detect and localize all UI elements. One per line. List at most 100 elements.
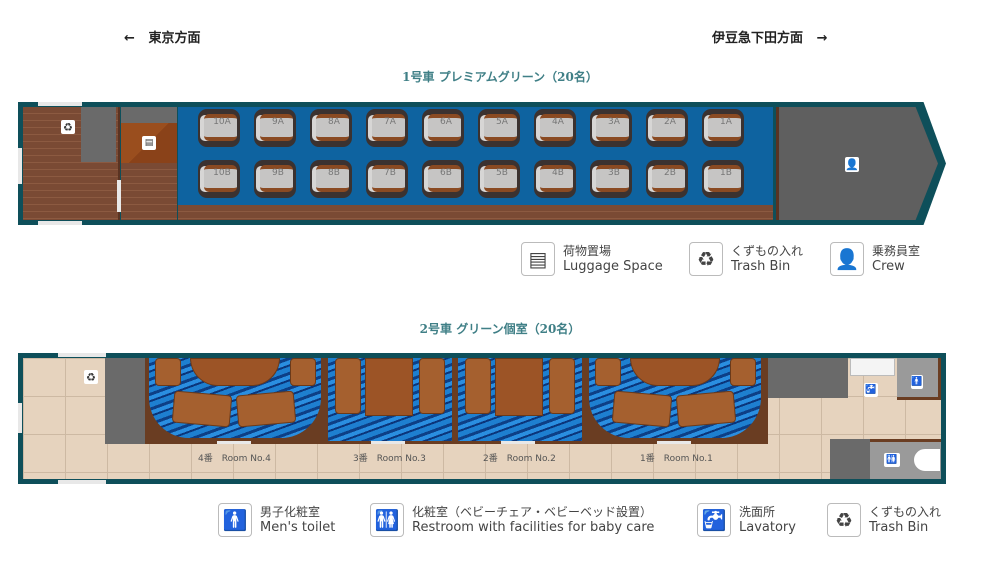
car1-luggage-wall [121, 107, 177, 123]
seat-label: 7A [384, 117, 396, 127]
sofa [465, 358, 491, 414]
car2-bottom-wall [830, 439, 870, 479]
seat-9A[interactable]: 9A [254, 109, 296, 147]
seat-7B[interactable]: 7B [366, 160, 408, 198]
sofa [419, 358, 445, 414]
seat-label: 2A [664, 117, 676, 127]
sofa [171, 390, 233, 428]
room-4[interactable] [145, 358, 325, 444]
seat-label: 5B [496, 168, 508, 178]
seat-8A[interactable]: 8A [310, 109, 352, 147]
seat-10B[interactable]: 10B [198, 160, 240, 198]
lavatory-icon: 🚰 [864, 383, 878, 397]
seat-label: 6A [440, 117, 452, 127]
seat-8B[interactable]: 8B [310, 160, 352, 198]
sofa [611, 390, 673, 428]
room-door [501, 441, 535, 444]
car1-inner-door [117, 180, 121, 212]
legend-jp: 化粧室（ベビーチェア・ベビーベッド設置） [412, 504, 653, 519]
crew-icon: 👤 [830, 242, 864, 276]
direction-izukyu-shimoda: 伊豆急下田方面 → [712, 27, 828, 46]
seat-label: 3B [608, 168, 620, 178]
seat-4B[interactable]: 4B [534, 160, 576, 198]
car2-gangway [18, 403, 22, 433]
car1-title: 1号車 プレミアムグリーン（20名） [402, 70, 598, 84]
direction-tokyo-label: 東京方面 [148, 31, 201, 46]
seat-label: 1B [720, 168, 732, 178]
trash-bin-icon: ♻ [689, 242, 723, 276]
room-2-table [495, 358, 543, 416]
seat-label: 4A [552, 117, 564, 127]
room-1[interactable] [585, 358, 768, 444]
crew-icon: 👤 [845, 157, 859, 172]
seat-2B[interactable]: 2B [646, 160, 688, 198]
room-2[interactable] [455, 358, 585, 444]
legend-en: Luggage Space [563, 258, 663, 274]
seat-6A[interactable]: 6A [422, 109, 464, 147]
seat-3A[interactable]: 3A [590, 109, 632, 147]
trash-bin-icon: ♻ [84, 370, 98, 384]
trash-bin-icon: ♻ [61, 120, 75, 134]
legend-en: Crew [872, 258, 905, 274]
sofa [235, 390, 297, 428]
car2-right-wall [768, 358, 848, 398]
lavatory-icon: 🚰 [697, 503, 731, 537]
sofa [155, 358, 181, 386]
arrow-right-icon: → [816, 31, 828, 46]
seat-9B[interactable]: 9B [254, 160, 296, 198]
legend-en: Lavatory [739, 519, 796, 535]
trash-bin-icon: ♻ [827, 503, 861, 537]
seat-label: 9A [272, 117, 284, 127]
mens-toilet-icon: 🚹 [911, 375, 923, 389]
seat-7A[interactable]: 7A [366, 109, 408, 147]
seat-2A[interactable]: 2A [646, 109, 688, 147]
seat-3B[interactable]: 3B [590, 160, 632, 198]
seat-label: 1A [720, 117, 732, 127]
seat-label: 10B [213, 168, 231, 178]
car1-door-bottom [38, 221, 82, 225]
room-3[interactable] [325, 358, 455, 444]
car2-title: 2号車 グリーン個室（20名） [419, 322, 581, 336]
seat-5B[interactable]: 5B [478, 160, 520, 198]
car1-aisle [178, 205, 773, 220]
crew-partition [776, 107, 779, 220]
toilet-bowl [913, 448, 941, 472]
legend-jp: くずもの入れ [731, 243, 804, 258]
lavatory-sink [850, 358, 895, 376]
room-label-3: 3番 Room No.3 [353, 454, 426, 464]
seat-1B[interactable]: 1B [702, 160, 744, 198]
seat-label: 10A [213, 117, 231, 127]
direction-shimoda-label: 伊豆急下田方面 [712, 31, 804, 46]
seat-label: 4B [552, 168, 564, 178]
legend-jp: 乗務員室 [872, 243, 921, 258]
restroom-baby-care-icon: 🚻 [370, 503, 404, 537]
seat-4A[interactable]: 4A [534, 109, 576, 147]
legend-restroom-baby-care: 🚻 化粧室（ベビーチェア・ベビーベッド設置）Restroom with faci… [370, 503, 654, 537]
restroom-baby-care-room[interactable] [870, 439, 941, 479]
car1-wall-block [81, 107, 116, 162]
seat-label: 5A [496, 117, 508, 127]
car1-door-top [38, 102, 82, 106]
legend-en: Men's toilet [260, 519, 336, 535]
seat-10A[interactable]: 10A [198, 109, 240, 147]
room-door [217, 441, 251, 444]
sofa [549, 358, 575, 414]
direction-tokyo: ← 東京方面 [124, 27, 201, 46]
seat-label: 7B [384, 168, 396, 178]
seat-label: 2B [664, 168, 676, 178]
sofa [335, 358, 361, 414]
room-door [657, 441, 691, 444]
seat-5A[interactable]: 5A [478, 109, 520, 147]
mens-toilet-room[interactable] [897, 358, 941, 400]
room-door [371, 441, 405, 444]
seat-6B[interactable]: 6B [422, 160, 464, 198]
car2-wall-block [105, 358, 145, 444]
seat-label: 8A [328, 117, 340, 127]
legend-en: Trash Bin [731, 258, 791, 274]
car2-door-bottom [58, 480, 106, 484]
room-4-table [190, 358, 280, 386]
sofa [675, 390, 737, 428]
seat-1A[interactable]: 1A [702, 109, 744, 147]
